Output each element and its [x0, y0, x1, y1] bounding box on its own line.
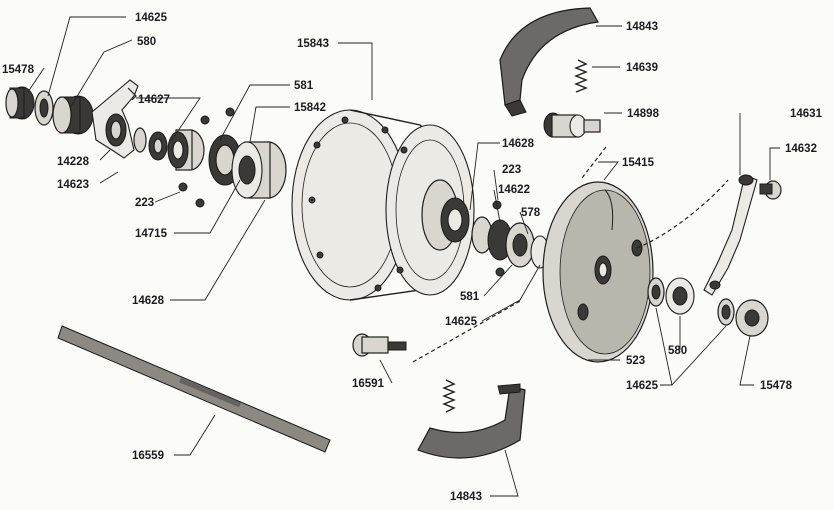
pin-16591	[352, 333, 407, 357]
label-14628-left: 14628	[132, 295, 165, 307]
label-15478-right: 15478	[760, 380, 793, 392]
ball-223-c	[178, 182, 188, 192]
ball-223-a	[200, 115, 210, 125]
lever-14631	[703, 174, 758, 296]
bearing-cup-14628-left	[231, 141, 287, 199]
label-580-right: 580	[668, 345, 687, 357]
label-14843-top: 14843	[626, 21, 658, 33]
ball-223-f	[495, 267, 505, 277]
label-581-top: 581	[294, 80, 314, 92]
label-15842: 15842	[294, 102, 326, 114]
spacer-14715	[133, 127, 168, 161]
label-578: 578	[521, 207, 541, 219]
label-14639: 14639	[626, 62, 658, 74]
label-14623: 14623	[57, 179, 89, 191]
bearing-581-left	[167, 129, 205, 171]
label-14228: 14228	[57, 156, 90, 168]
label-14625-right: 14625	[626, 380, 659, 392]
washer-580-left	[34, 90, 54, 126]
ball-223-b	[225, 107, 235, 117]
label-223-mid: 223	[502, 164, 521, 176]
torque-arm-14228	[91, 79, 139, 159]
spring-bottom	[442, 379, 456, 413]
label-223-left: 223	[135, 197, 154, 209]
label-15843: 15843	[297, 38, 329, 50]
brake-plate-15415	[542, 181, 654, 363]
brake-shoe-14843-top	[499, 7, 599, 117]
label-14843-bottom: 14843	[450, 491, 482, 503]
label-581-mid: 581	[460, 291, 480, 303]
nut-15478-left	[5, 86, 35, 120]
label-15415: 15415	[622, 157, 655, 169]
bolt-14632	[759, 180, 782, 200]
hub-15843	[291, 109, 475, 301]
label-14628-mid: 14628	[502, 138, 535, 150]
left-parts-group	[5, 79, 287, 208]
label-523: 523	[626, 355, 645, 367]
label-14625-top: 14625	[135, 12, 168, 24]
spring-14639	[574, 59, 588, 93]
part-labels: 14625 580 15478 14627 14228 14623 223 14…	[2, 12, 823, 503]
label-580-top: 580	[137, 36, 156, 48]
axle-16559	[57, 325, 331, 453]
label-16559: 16559	[132, 450, 164, 462]
label-14622: 14622	[498, 184, 530, 196]
brake-shoe-14843-bottom	[417, 383, 526, 459]
nut-14625-left	[52, 95, 94, 135]
label-15478-left: 15478	[2, 64, 35, 76]
label-14632: 14632	[785, 143, 817, 155]
right-nut-stack	[647, 277, 769, 337]
label-14627: 14627	[138, 94, 170, 106]
cam-14898	[543, 112, 601, 138]
label-14715: 14715	[135, 228, 168, 240]
label-14898: 14898	[627, 108, 660, 120]
label-14625-mid: 14625	[445, 316, 478, 328]
dashed-linkages	[412, 146, 729, 363]
right-bearing-stack	[471, 200, 550, 277]
label-16591: 16591	[352, 378, 385, 390]
ball-223-d	[195, 198, 205, 208]
label-14631: 14631	[790, 108, 823, 120]
leader-lines	[27, 16, 780, 497]
